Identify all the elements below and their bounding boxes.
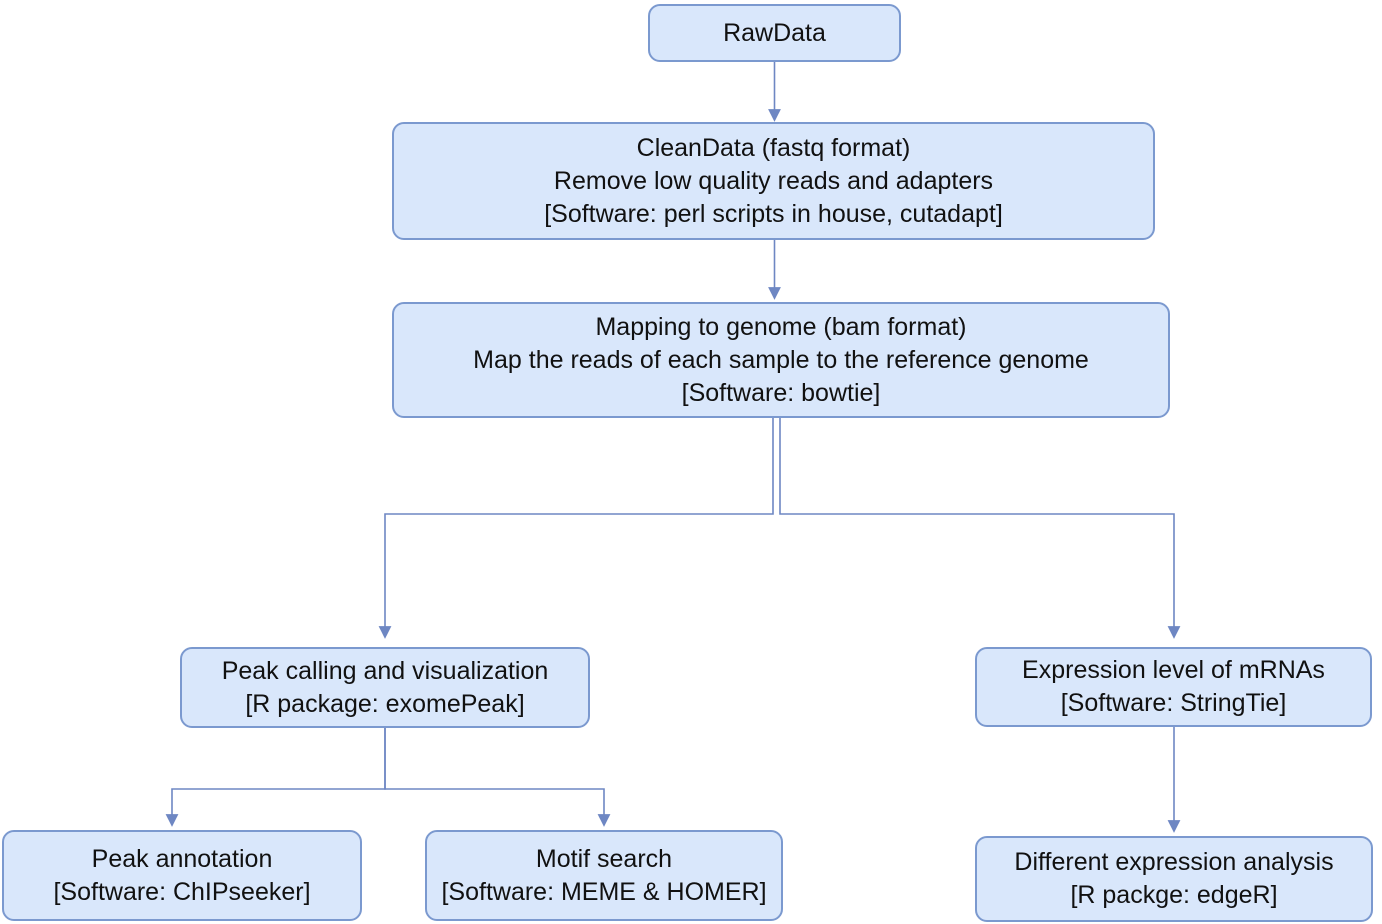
node-peak-annotation: Peak annotation [Software: ChIPseeker] xyxy=(2,830,362,921)
text-line: [Software: StringTie] xyxy=(1060,689,1287,717)
node-mapping: Mapping to genome (bam format) Map the r… xyxy=(392,302,1170,418)
node-expression-level: Expression level of mRNAs [Software: Str… xyxy=(975,647,1372,727)
text-line: Peak annotation xyxy=(91,844,273,873)
text-line: Remove low quality reads and adapters xyxy=(553,166,994,195)
text-line: Map the reads of each sample to the refe… xyxy=(473,345,1089,374)
connector-mapping-to-peakcalling xyxy=(378,418,774,639)
node-diff-expression: Different expression analysis [R packge:… xyxy=(975,836,1373,922)
text-line: Peak calling and visualization xyxy=(221,656,549,685)
text-line: [R packge: edgeR] xyxy=(1070,881,1278,909)
text-line: RawData xyxy=(723,18,826,47)
text-line: Mapping to genome (bam format) xyxy=(595,312,967,341)
text-line: Expression level of mRNAs xyxy=(1022,656,1325,684)
text-line: CleanData (fastq format) xyxy=(636,133,911,162)
text-line: Motif search xyxy=(535,844,673,873)
text-line: [Software: perl scripts in house, cutada… xyxy=(544,199,1003,228)
connector-peakcalling-to-motif xyxy=(384,728,611,827)
text-line: [Software: bowtie] xyxy=(681,378,881,407)
text-line: [R package: exomePeak] xyxy=(245,689,525,718)
connector-mapping-to-expression xyxy=(779,418,1181,639)
text-line: [Software: ChIPseeker] xyxy=(53,877,311,906)
node-peak-calling: Peak calling and visualization [R packag… xyxy=(180,647,590,728)
text-line: Different expression analysis xyxy=(1014,848,1334,876)
node-clean-data: CleanData (fastq format) Remove low qual… xyxy=(392,122,1155,240)
node-motif-search: Motif search [Software: MEME & HOMER] xyxy=(425,830,783,921)
text-line: [Software: MEME & HOMER] xyxy=(441,877,767,906)
connector-peakcalling-to-annotation xyxy=(165,728,386,827)
node-raw-data: RawData xyxy=(648,4,901,62)
